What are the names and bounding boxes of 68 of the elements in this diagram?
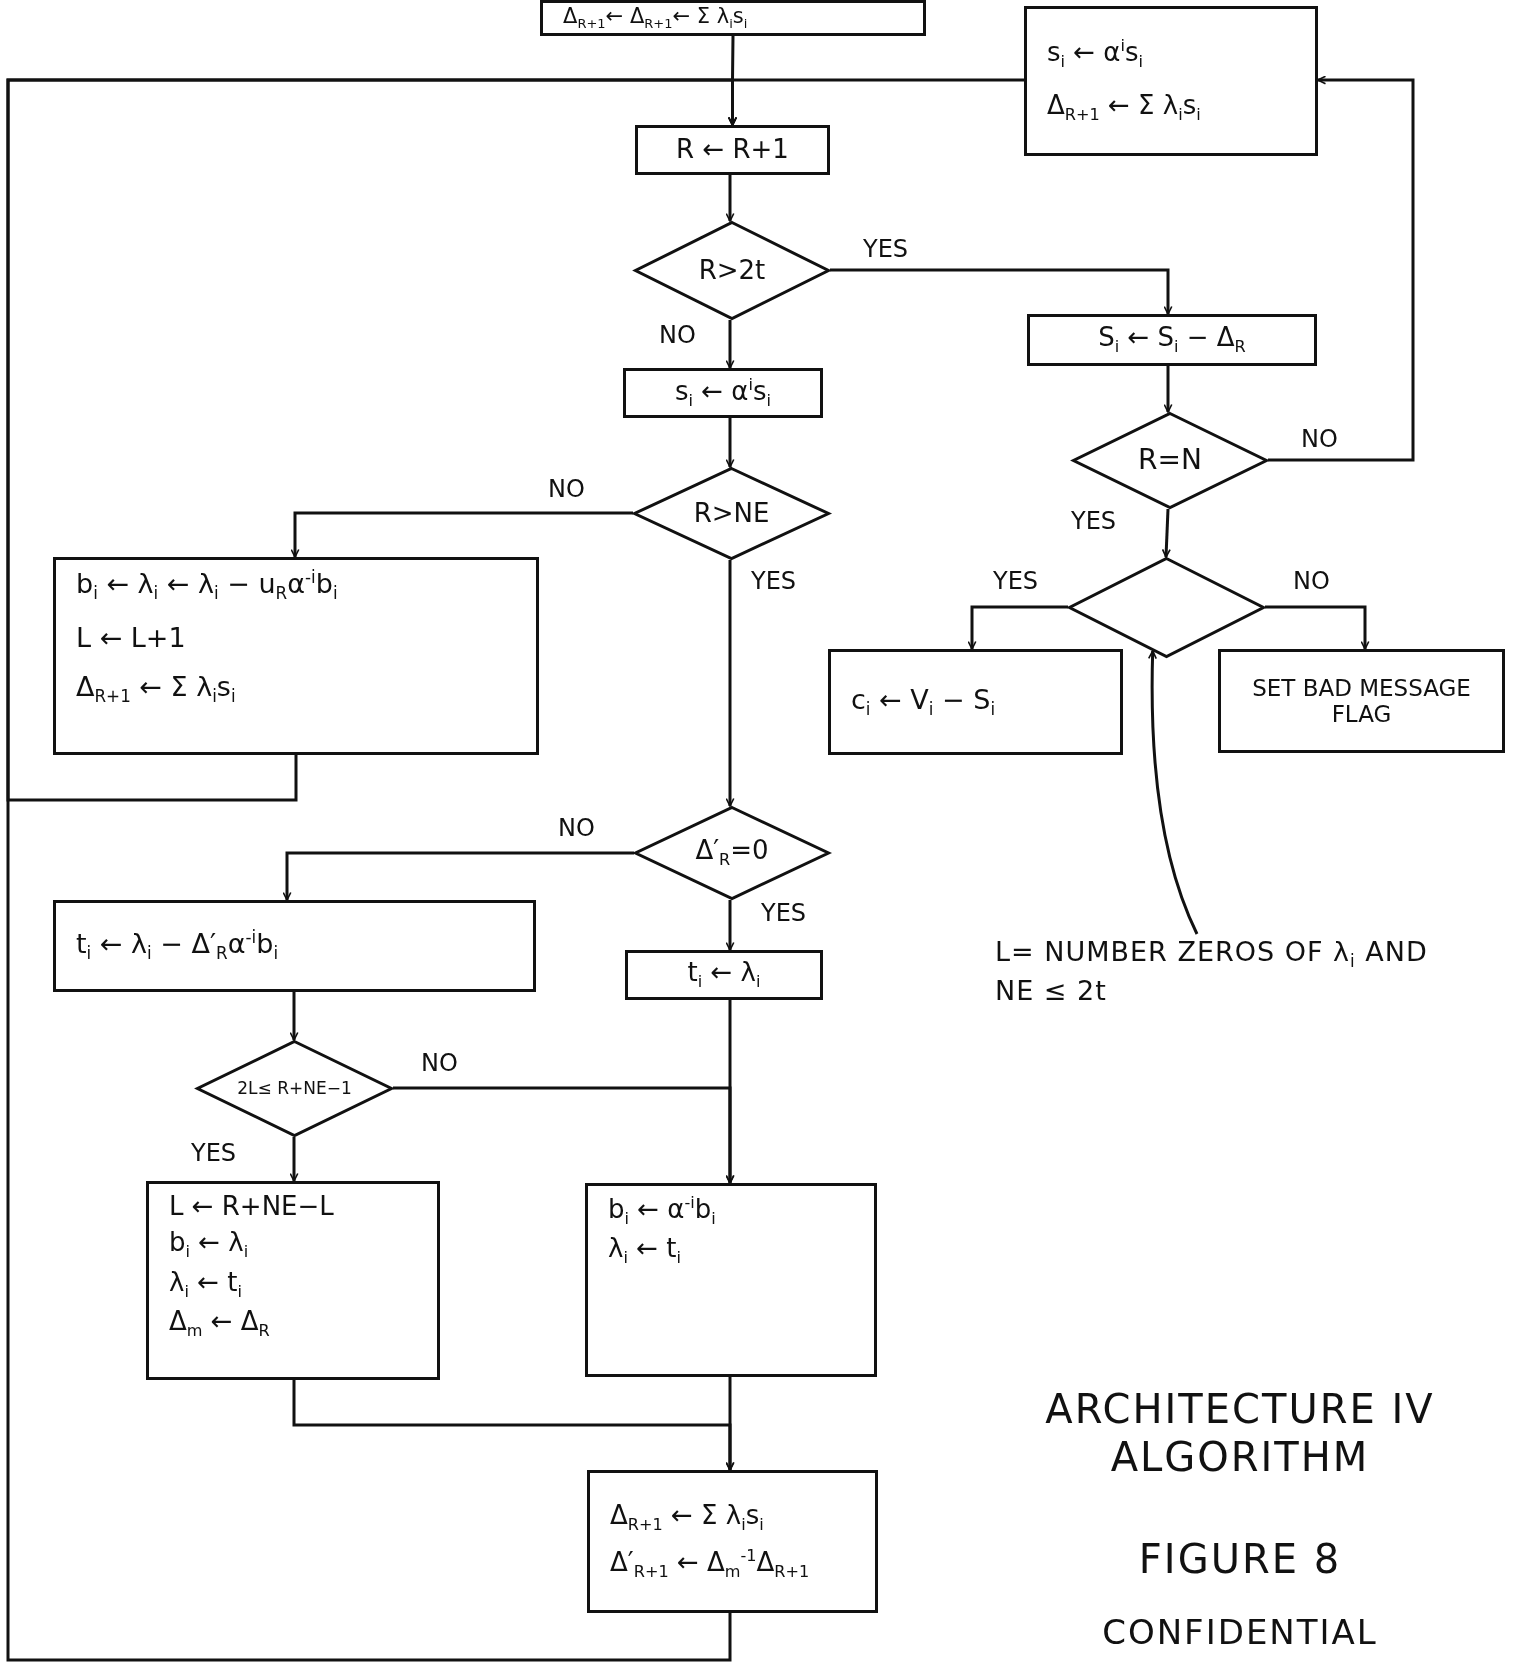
formula-text: Δ′$_{R+1}$ ← Δ$_{m}$$^{-1}$Δ$_{R+1}$ — [610, 1547, 810, 1582]
formula-text: b$_{i}$ ← α$^{-i}$b$_{i}$ — [608, 1194, 716, 1229]
process-box — [540, 0, 926, 36]
node-text: SET BAD MESSAGE FLAG — [1251, 674, 1472, 728]
formula-text: Δ$_{R+1}$ ← Σ λ$_{i}$s$_{i}$ — [1047, 91, 1201, 126]
process-box — [53, 900, 536, 992]
flow-arrow — [725, 418, 735, 468]
flow-arrow — [725, 320, 735, 369]
process-box — [1218, 649, 1505, 753]
formula-text: Δ′$_{R}$=0 — [695, 836, 769, 870]
decision-diamond — [196, 1040, 393, 1137]
formula-text: L ← R+NE−L — [169, 1192, 334, 1222]
process-box — [623, 368, 823, 418]
process-box — [635, 125, 830, 175]
formula-text: c$_{i}$ ← V$_{i}$ − S$_{i}$ — [851, 684, 996, 720]
formula-text: 2L≤ R+NE−1 — [237, 1078, 352, 1099]
formula-text: S$_{i}$ ← S$_{i}$ − Δ$_{R}$ — [1098, 323, 1246, 357]
flow-arrow — [967, 605, 1068, 650]
formula-text: Δ$_{R+1}$ ← Σ λ$_{i}$s$_{i}$ — [76, 670, 236, 707]
formula-text: Δ$_{R+1}$ ← Σ λ$_{i}$s$_{i}$ — [610, 1501, 764, 1536]
formula-text: Δ$_{m}$ ← Δ$_{R}$ — [169, 1307, 270, 1342]
flow-arrow — [725, 175, 735, 222]
flow-arrow — [1268, 75, 1415, 462]
formula-text: s$_{i}$ ← α$^{i}$s$_{i}$ — [675, 375, 771, 411]
flow-arrow — [725, 900, 735, 951]
process-box — [828, 649, 1123, 755]
leader-line — [1148, 650, 1199, 935]
note-text: L= NUMBER ZEROS OF λ$_{i}$ AND NE ≤ 2t — [995, 934, 1465, 1054]
formula-text: λ$_{i}$ ← t$_{i}$ — [608, 1234, 681, 1269]
figure-title: ARCHITECTURE IV ALGORITHM — [1044, 1385, 1436, 1481]
formula-text: R>NE — [693, 498, 770, 529]
process-box — [53, 557, 539, 755]
formula-text: R=N — [1138, 444, 1202, 477]
decision-diamond — [634, 806, 830, 900]
flow-arrow — [6, 78, 738, 802]
formula-text: s$_{i}$ ← α$^{i}$s$_{i}$ — [1047, 36, 1143, 72]
formula-text: L ← L+1 — [76, 621, 186, 653]
formula-text: t$_{i}$ ← λ$_{i}$ — [687, 958, 761, 992]
flow-arrow — [725, 1377, 735, 1471]
formula-text: b$_{i}$ ← λ$_{i}$ ← λ$_{i}$ − u$_{R}$α$^{-i}$b$_{i}$ — [76, 568, 338, 604]
process-box — [1024, 6, 1318, 156]
decision-diamond — [1068, 557, 1265, 658]
flow-arrow — [289, 992, 299, 1041]
formula-text: R>2t — [698, 255, 766, 286]
formula-text: b$_{i}$ ← λ$_{i}$ — [169, 1227, 249, 1262]
flow-arrow — [725, 560, 735, 807]
decision-diamond — [634, 221, 830, 320]
figure-caption: FIGURE 8 — [1137, 1535, 1343, 1583]
formula-text: Δ$_{R+1}$← Δ$_{R+1}$← Σ λ$_{i}$s$_{i}$ — [563, 3, 748, 33]
decision-diamond — [633, 467, 830, 560]
formula-text: λ$_{i}$ ← t$_{i}$ — [169, 1267, 242, 1302]
decision-diamond — [1072, 412, 1268, 509]
process-box — [585, 1183, 877, 1377]
flow-arrow — [290, 511, 633, 558]
process-box — [1027, 314, 1317, 366]
flow-arrow — [1161, 508, 1171, 558]
note-text: CONFIDENTIAL — [1101, 1612, 1379, 1653]
flow-arrow — [1163, 366, 1173, 413]
flow-arrow — [282, 851, 634, 901]
flow-arrow — [1265, 605, 1370, 650]
formula-text: t$_{i}$ ← λ$_{i}$ − Δ′$_{R}$α$^{-i}$b$_{i}$ — [76, 928, 279, 964]
process-box — [587, 1470, 878, 1613]
flow-arrow — [289, 1137, 299, 1182]
flow-arrow — [830, 268, 1173, 315]
process-box — [625, 950, 823, 1000]
process-box — [146, 1181, 440, 1380]
formula-text: R ← R+1 — [676, 135, 789, 165]
flow-arrow — [725, 1000, 735, 1184]
